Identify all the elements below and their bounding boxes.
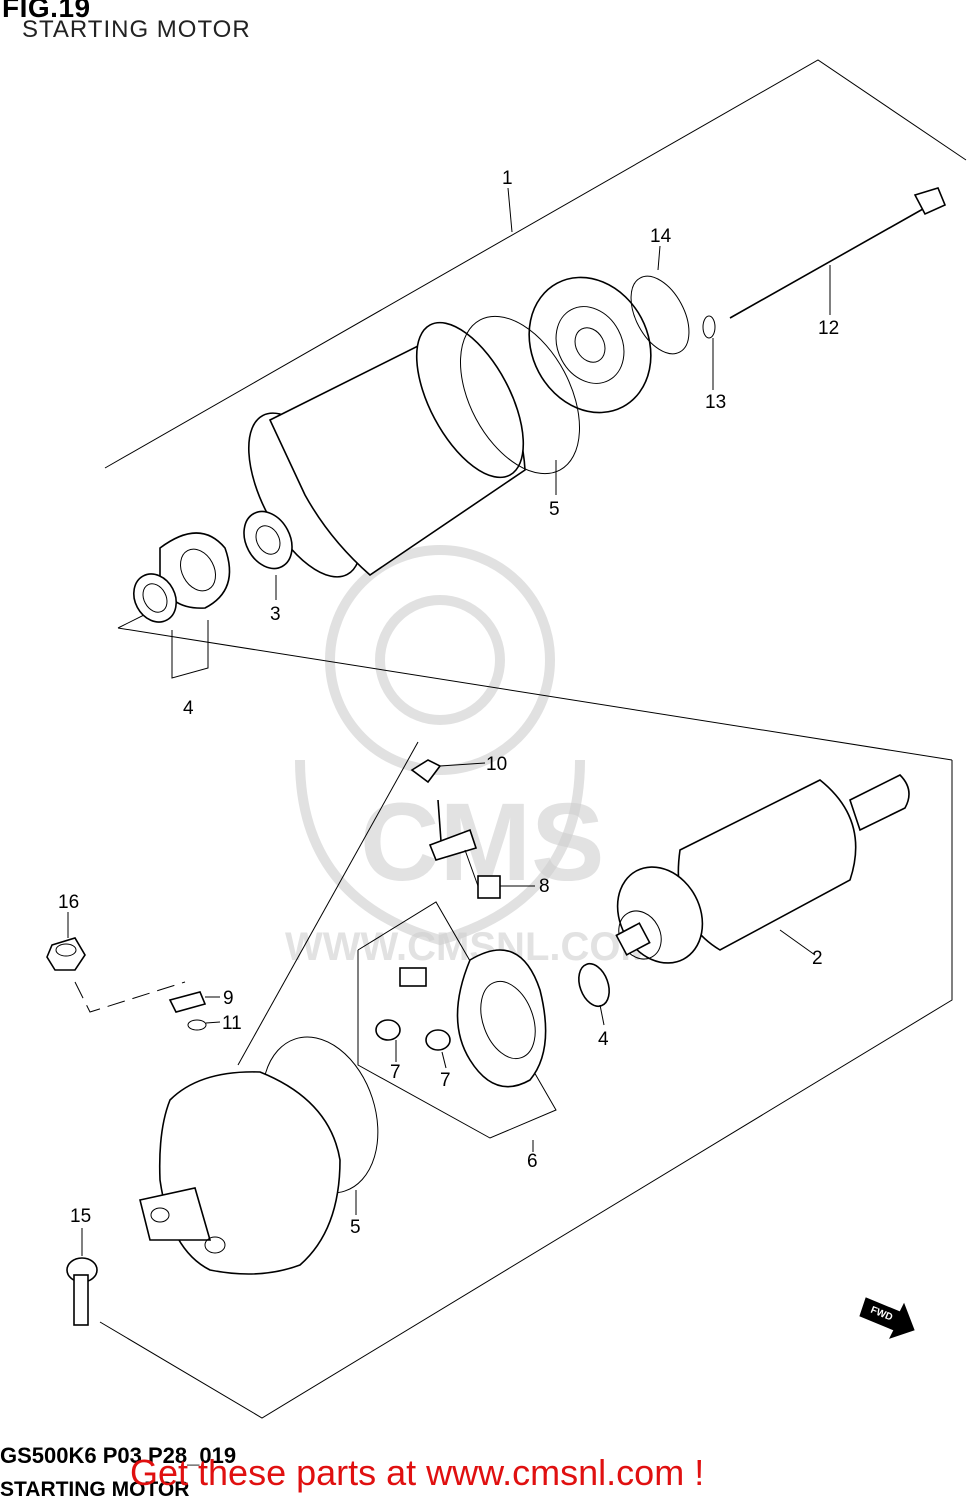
bushing (243, 510, 293, 570)
callout-7-left: 7 (390, 1062, 401, 1083)
o-ring-upper (459, 315, 581, 475)
callout-11: 11 (222, 1013, 242, 1034)
callout-15: 15 (70, 1206, 91, 1227)
drawing-code: GS500K6 P03 P28_019 (0, 1443, 237, 1468)
fwd-direction-arrow: FWD (859, 1297, 915, 1339)
shim-lower (578, 962, 610, 1008)
insulator-9 (168, 991, 207, 1013)
callout-3: 3 (270, 604, 281, 625)
callout-12: 12 (818, 318, 839, 339)
through-bolt (729, 187, 947, 319)
promo-link[interactable]: Get these parts at www.cmsnl.com ! (130, 1452, 705, 1493)
nut-16 (46, 937, 86, 971)
callout-5-upper: 5 (549, 499, 560, 520)
shim-set-upper (132, 532, 231, 679)
cms-watermark: CMS WWW.CMSNL.COM (285, 545, 654, 969)
callout-4-upper: 4 (183, 698, 194, 719)
washer-13 (702, 315, 716, 339)
o-ring-11 (187, 1019, 207, 1031)
callout-5-lower: 5 (350, 1217, 361, 1238)
callout-6: 6 (527, 1151, 538, 1172)
callout-2: 2 (812, 948, 823, 969)
yoke-housing (247, 321, 526, 578)
callout-7-right: 7 (440, 1070, 451, 1091)
callout-1: 1 (502, 168, 513, 189)
upper-assembly-outline (104, 59, 967, 761)
callout-10: 10 (486, 754, 507, 775)
armature (615, 774, 910, 964)
callout-16: 16 (58, 892, 79, 913)
end-cover (528, 275, 690, 414)
brush-springs (375, 1019, 451, 1051)
brush-lead (428, 799, 501, 899)
callout-8: 8 (539, 876, 550, 897)
callout-14: 14 (650, 226, 672, 247)
callout-13: 13 (705, 392, 726, 413)
lower-assembly-outline (99, 741, 953, 1419)
mount-bolt-15 (66, 1257, 98, 1326)
bottom-title: STARTING MOTOR (0, 1478, 190, 1501)
leader-lines (67, 187, 831, 1256)
figure-title: FIG.19 (2, 0, 91, 23)
callout-4-lower: 4 (598, 1029, 609, 1050)
callout-labels: 1 14 12 13 5 3 4 10 8 16 2 9 11 4 7 7 6 … (58, 168, 839, 1238)
figure-subtitle: STARTING MOTOR (22, 16, 251, 43)
brush-holder (357, 901, 557, 1139)
front-cover (139, 1071, 341, 1275)
callout-9: 9 (223, 988, 234, 1009)
